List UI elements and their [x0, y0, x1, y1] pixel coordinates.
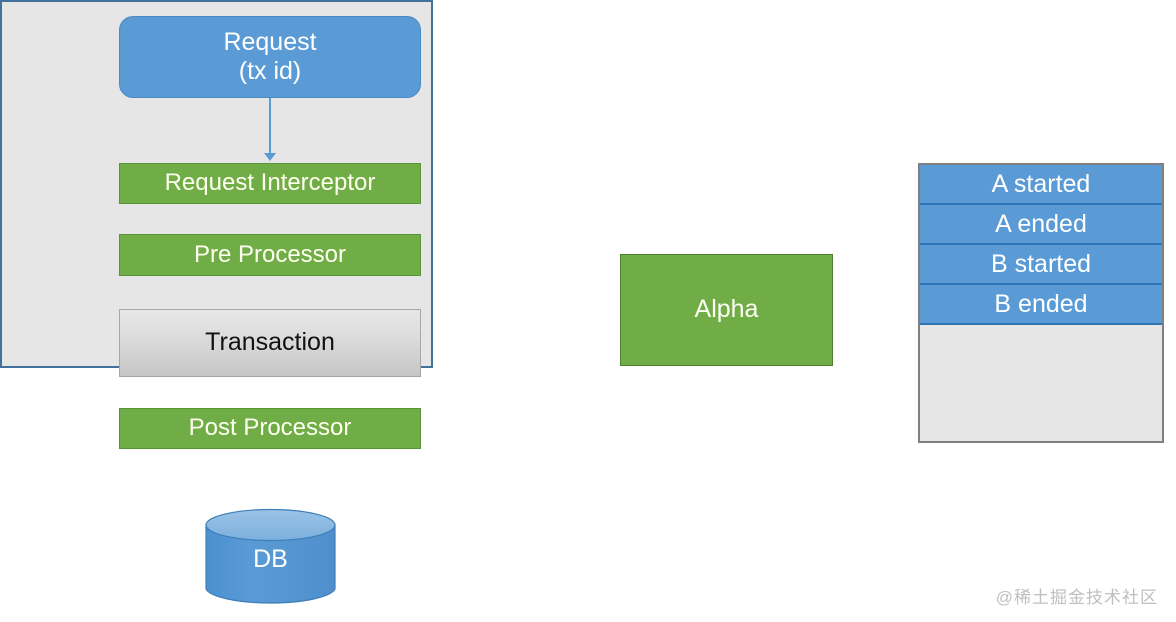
- request-interceptor-label: Request Interceptor: [164, 169, 376, 197]
- log-row-label: B started: [990, 249, 1092, 278]
- log-row-label: B ended: [994, 289, 1088, 318]
- log-table-row[interactable]: A started: [920, 165, 1162, 205]
- log-table-row[interactable]: A ended: [920, 205, 1162, 245]
- post-processor-node[interactable]: Post Processor: [119, 408, 421, 449]
- transaction-label: Transaction: [205, 328, 335, 357]
- transaction-node[interactable]: Transaction: [119, 309, 421, 377]
- watermark-text: @稀土掘金技术社区: [995, 588, 1158, 607]
- log-table-empty-area: [920, 325, 1162, 441]
- request-node[interactable]: Request (tx id): [119, 16, 421, 98]
- log-table-row[interactable]: B ended: [920, 285, 1162, 325]
- log-table-row[interactable]: B started: [920, 245, 1162, 285]
- database-cylinder[interactable]: [205, 508, 336, 606]
- request-interceptor-node[interactable]: Request Interceptor: [119, 163, 421, 204]
- request-title-line1: Request: [223, 27, 317, 56]
- alpha-node[interactable]: Alpha: [620, 254, 833, 366]
- log-table[interactable]: A started A ended B started B ended: [918, 163, 1164, 443]
- log-row-label: A started: [991, 169, 1091, 198]
- request-title-line2: (tx id): [238, 57, 302, 85]
- post-processor-label: Post Processor: [188, 414, 352, 442]
- pre-processor-label: Pre Processor: [193, 240, 347, 268]
- log-row-label: A ended: [995, 209, 1087, 238]
- pre-processor-node[interactable]: Pre Processor: [119, 234, 421, 276]
- alpha-label: Alpha: [694, 295, 759, 324]
